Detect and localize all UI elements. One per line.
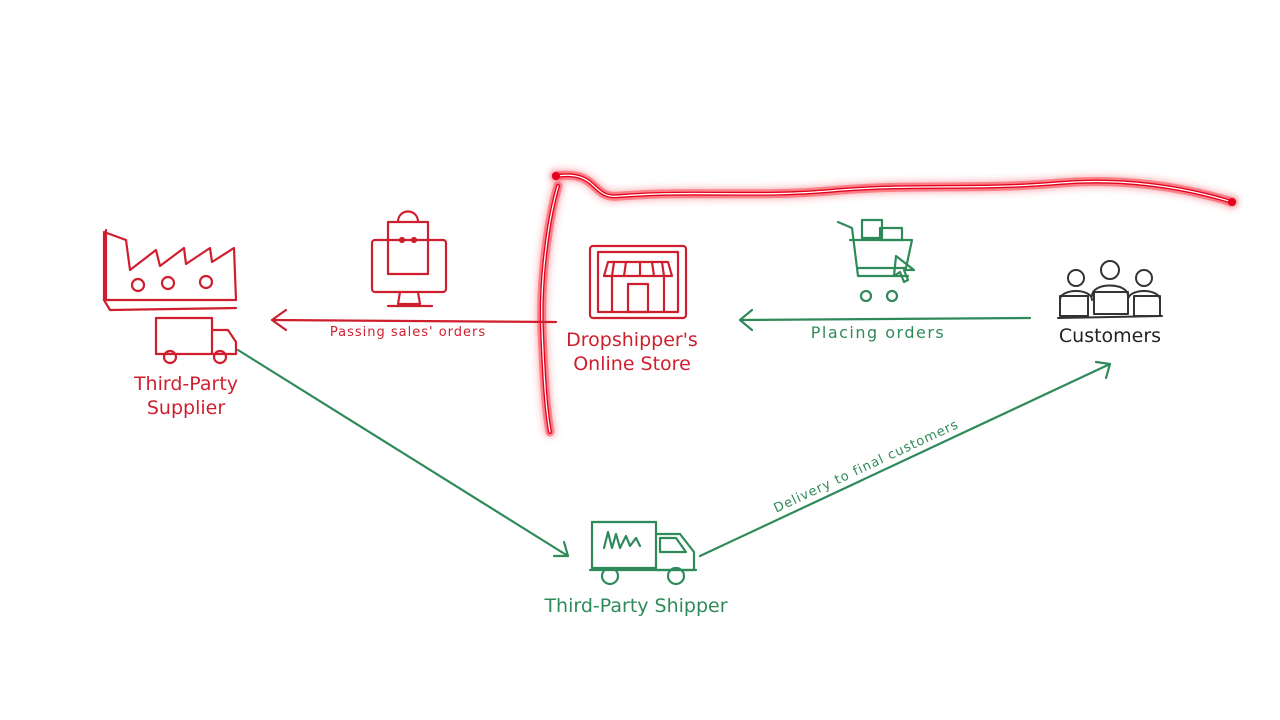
supplier-label-line1: Third-Party bbox=[133, 373, 238, 395]
supplier-to-shipper-arrow bbox=[236, 348, 570, 558]
customers-label: Customers bbox=[1059, 325, 1161, 347]
shopping-cart-icon bbox=[836, 218, 916, 303]
delivery-label: Delivery to final customers bbox=[772, 417, 962, 516]
delivery-arrow bbox=[698, 360, 1112, 558]
delivery-truck-icon bbox=[588, 520, 698, 586]
placing-orders-label: Placing orders bbox=[811, 323, 946, 342]
monitor-shopping-bag-icon bbox=[370, 210, 448, 308]
store-label-line1: Dropshipper's bbox=[566, 329, 698, 351]
highlight-bracket bbox=[537, 170, 1237, 437]
people-at-laptops-icon bbox=[1057, 260, 1163, 319]
store-label-line2: Online Store bbox=[573, 353, 691, 375]
placing-orders-arrow bbox=[738, 308, 1032, 332]
passing-orders-label: Passing sales' orders bbox=[330, 325, 486, 340]
supplier-label-line2: Supplier bbox=[147, 397, 225, 419]
storefront-monitor-icon bbox=[588, 244, 688, 320]
passing-orders-arrow bbox=[270, 308, 558, 332]
factory-with-truck-icon bbox=[102, 228, 238, 365]
shipper-label: Third-Party Shipper bbox=[543, 595, 727, 617]
